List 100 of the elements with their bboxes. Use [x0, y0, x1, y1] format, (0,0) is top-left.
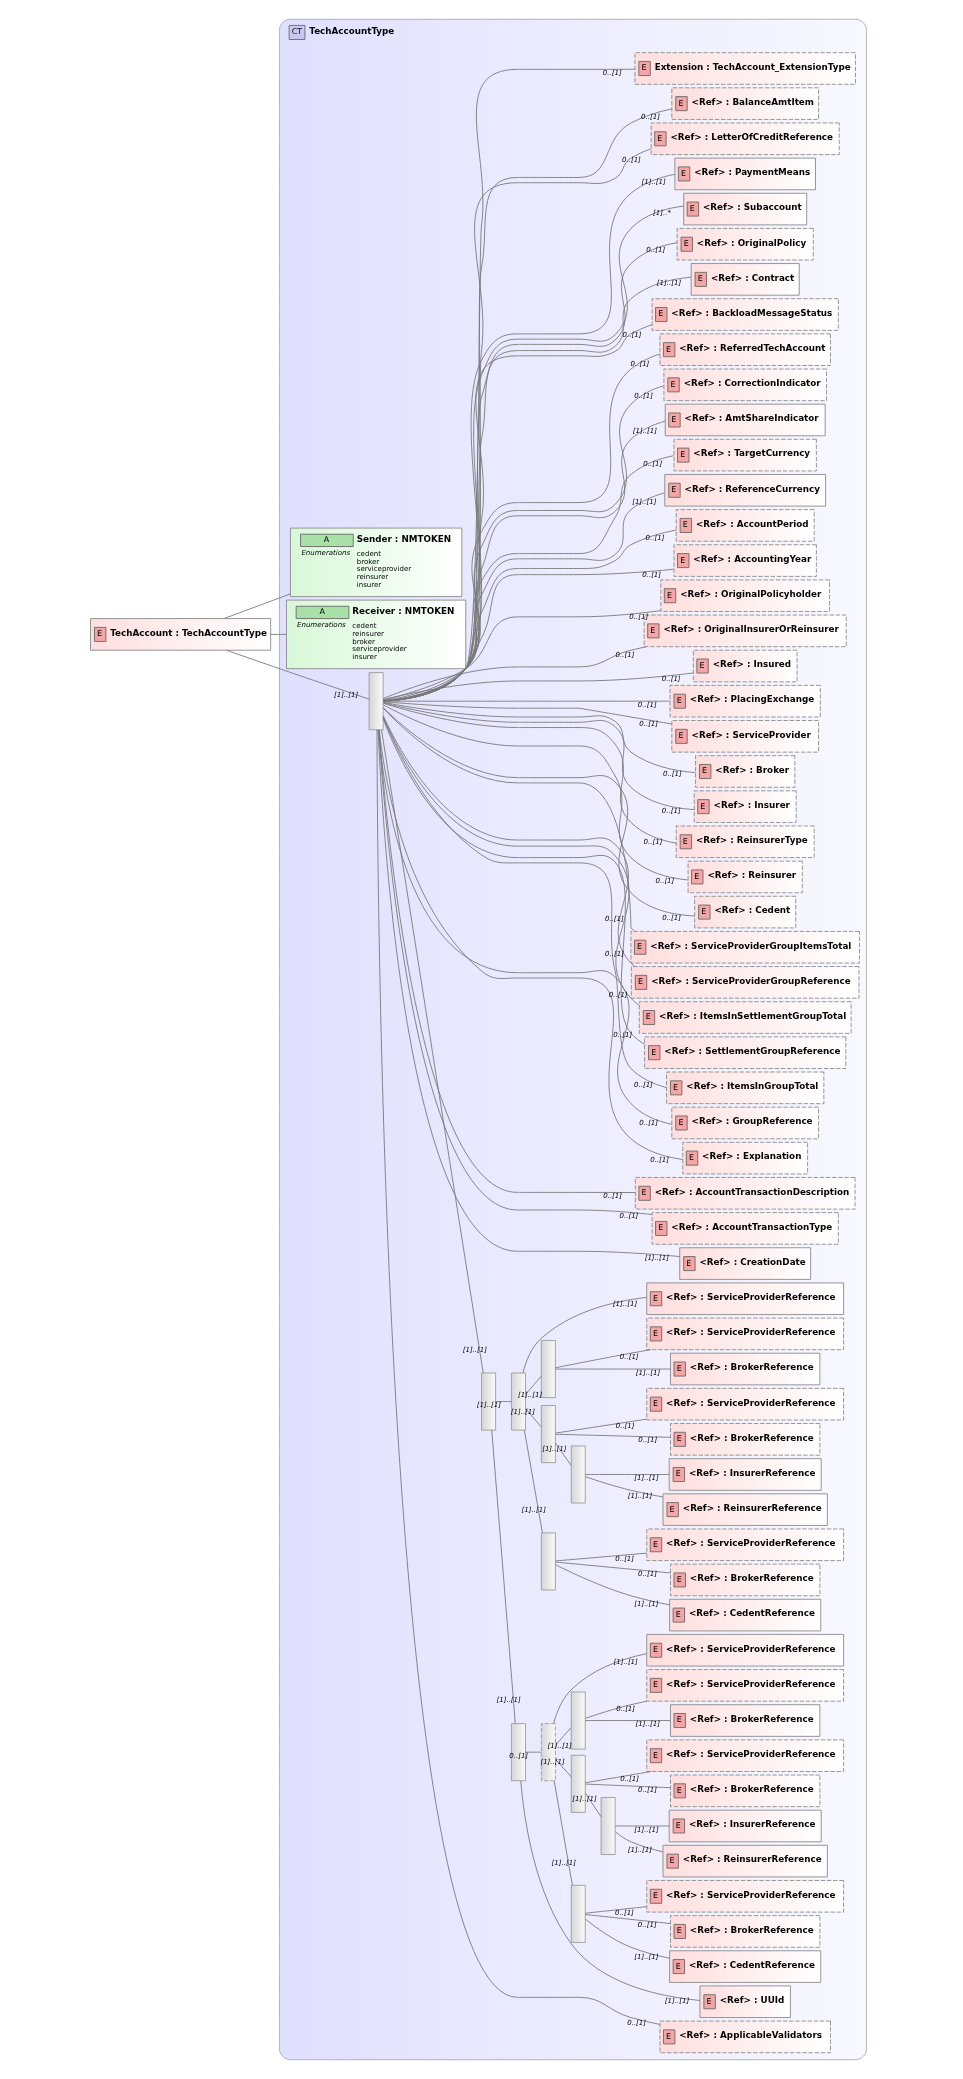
connector	[554, 1349, 651, 1369]
edge-label: 0..[1]	[615, 1421, 635, 1430]
edge-label: [1]..[1]	[547, 1741, 572, 1751]
node-box: E <Ref> : ItemsInSettlementGroupTotal	[638, 1001, 852, 1034]
edge-label: [1]..[1]	[635, 1719, 660, 1729]
edge-label: [1]..[1]	[612, 1298, 637, 1308]
connector	[554, 1433, 671, 1438]
edge-label: [1]..[1]	[571, 1794, 597, 1804]
connector	[554, 1564, 670, 1606]
edge-label: 0..[1]	[638, 718, 658, 728]
edge-label: [1]..[1]	[631, 497, 656, 507]
edge-label: 0..[1]	[643, 837, 663, 847]
edge-label: 0..[1]	[604, 949, 624, 959]
edge-label: 0..[1]	[621, 154, 641, 164]
node-box: E <Ref> : BalanceAmtItem	[670, 87, 819, 120]
edge-label: 0..[1]	[637, 699, 657, 709]
node-box: E <Ref> : OriginalPolicyholder	[659, 579, 830, 612]
connector	[524, 1408, 542, 1428]
node-box: E <Ref> : BrokerReference	[669, 1423, 820, 1456]
edge-label: 0..[1]	[637, 1785, 657, 1795]
connector	[382, 702, 695, 811]
edge-label: 0..[1]	[626, 2018, 646, 2028]
connector	[554, 1442, 572, 1466]
node-bar	[570, 1445, 586, 1504]
node-box: E <Ref> : PlacingExchange	[669, 684, 821, 718]
edge-label: 0..[1]	[637, 1435, 657, 1445]
node-bar	[540, 1532, 556, 1591]
node-box: E <Ref> : OriginalPolicy	[676, 227, 814, 261]
connector	[522, 1296, 647, 1374]
connector	[382, 646, 647, 699]
edge-label: [1]..[1]	[521, 1505, 546, 1515]
edge-label: [1]..[1]	[476, 1400, 501, 1410]
connector	[382, 715, 635, 967]
node-box: E <Ref> : BrokerReference	[669, 1704, 820, 1737]
node-box: E <Ref> : CedentReference	[668, 1598, 821, 1632]
edge-label: 0..[1]	[622, 330, 641, 340]
connector	[553, 1780, 573, 1886]
node-box: E <Ref> : ReinsurerReference	[662, 1493, 828, 1526]
node-bar	[600, 1797, 616, 1855]
edge-label: 0..[1]	[661, 913, 681, 922]
edge-label: [1]..[1]	[664, 1996, 689, 2006]
edge-label: 0..[1]	[619, 1352, 639, 1362]
connector	[584, 1792, 601, 1818]
edge-label: [1]..[1]	[462, 1345, 487, 1355]
connector	[382, 672, 693, 701]
connector	[382, 701, 672, 725]
edge-label: 0..[1]	[633, 1079, 653, 1089]
connector	[584, 1700, 647, 1719]
edge-label: 0..[1]	[645, 245, 665, 255]
node-bar	[368, 672, 384, 731]
edge-label: 0..[1]	[637, 1919, 657, 1929]
edge-label: [1]..[1]	[633, 1598, 659, 1608]
connector	[382, 701, 696, 774]
edge-label: [1]..[1]	[633, 1473, 659, 1483]
connector	[584, 1783, 671, 1789]
edge-label: [1]..[1]	[627, 1491, 652, 1501]
connector	[382, 492, 665, 702]
edge-label: [1]..[1]	[632, 425, 657, 435]
connector	[554, 1727, 572, 1746]
edge-label: 0..[1]	[614, 1553, 634, 1563]
edge-label: 0..[1]	[661, 806, 681, 816]
edge-label: [1]..[1]	[635, 1367, 660, 1377]
edge-label: 0..[1]	[645, 532, 664, 542]
edge-label: 0..[1]	[508, 1750, 528, 1760]
edge-label: [1]..[1]	[510, 1406, 535, 1416]
connector	[523, 1429, 543, 1534]
edge-label: [1]..[1]	[551, 1857, 576, 1867]
node-box: E <Ref> : CorrectionIndicator	[662, 368, 827, 402]
edge-label: [1]..[1]	[640, 177, 666, 187]
connector	[554, 1418, 647, 1434]
connector	[223, 593, 290, 619]
edge-label: [1]..[1]	[644, 1253, 669, 1263]
edge-label: 0..[1]	[615, 649, 634, 659]
connector	[614, 1825, 669, 1827]
edge-label: 0..[1]	[604, 914, 624, 924]
node-box: E <Ref> : ServiceProviderReference	[645, 1880, 844, 1913]
edge-label: 0..[1]	[641, 569, 661, 579]
edge-label: 0..[1]	[612, 1030, 632, 1040]
edge-label: [1]..[1]	[656, 278, 681, 288]
connector	[225, 649, 369, 700]
node-box: E Extension : TechAccount_ExtensionType	[633, 52, 856, 85]
node-bar	[570, 1691, 586, 1750]
node-box: A Receiver : NMTOKEN Enumerations cedent reinsurer broker serviceprovider insurer	[285, 599, 466, 670]
node-box: E <Ref> : Contract	[690, 263, 800, 296]
edge-label: [1]..[1]	[539, 1757, 565, 1767]
node-box: E TechAccount : TechAccountType	[89, 618, 271, 651]
node-box: E <Ref> : ServiceProviderReference	[645, 1282, 844, 1315]
edge-label: [1]..[1]	[613, 1656, 638, 1666]
edge-label: [1]..[1]	[541, 1443, 566, 1453]
node-box: E <Ref> : ServiceProviderReference	[645, 1317, 844, 1351]
edge-label: 0..[1]	[602, 67, 622, 77]
connector	[382, 702, 677, 844]
edge-label: [1]..[1]	[627, 1845, 652, 1855]
node-box: E <Ref> : Subaccount	[682, 192, 807, 226]
edge-label: 0..[1]	[661, 674, 681, 684]
connector	[614, 1831, 663, 1853]
connector	[554, 1561, 671, 1574]
connector	[584, 1906, 647, 1914]
connector	[554, 1368, 671, 1370]
node-box: E <Ref> : SettlementGroupReference	[643, 1036, 846, 1069]
